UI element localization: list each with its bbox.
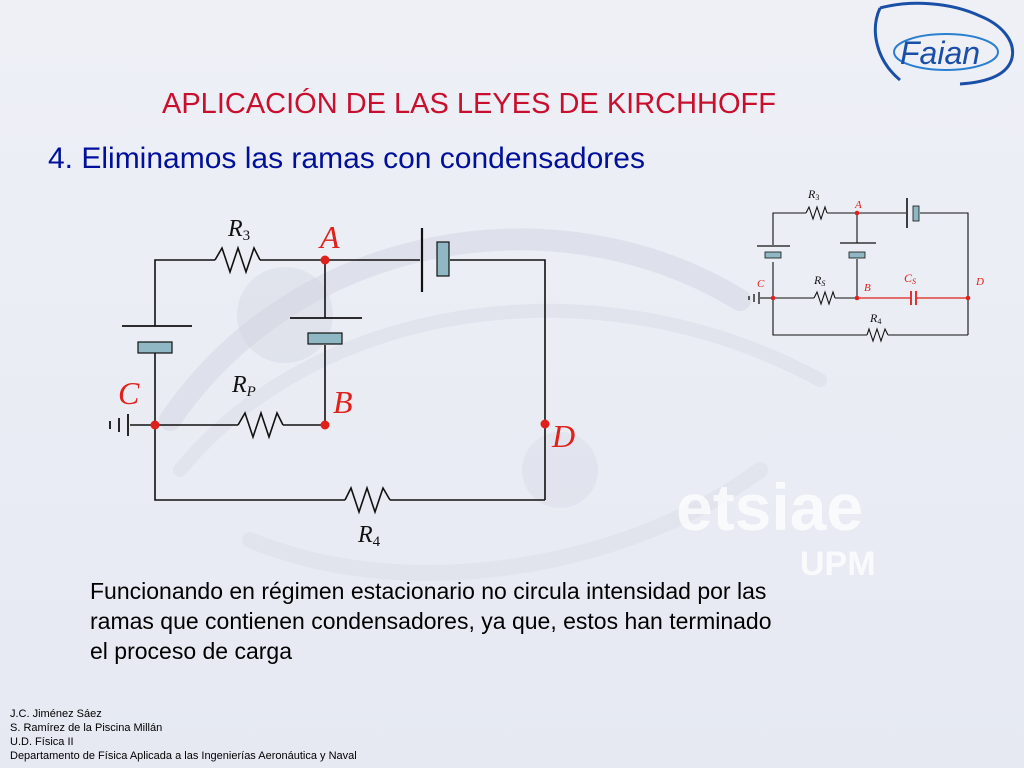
small-capacitor-branch xyxy=(857,291,968,305)
small-resistor-rs xyxy=(813,290,836,306)
rp-label: RP xyxy=(231,372,256,400)
small-node-b-dot xyxy=(854,295,860,301)
slide-subtitle: 4. Eliminamos las ramas con condensadore… xyxy=(48,142,645,175)
battery-left-short-plate xyxy=(137,341,173,354)
node-a-label: A xyxy=(318,219,340,255)
small-rs-label: RS xyxy=(813,273,825,288)
node-a-dot xyxy=(320,255,330,265)
node-c-dot xyxy=(150,420,160,430)
r4-label: R4 xyxy=(357,522,381,550)
watermark-orb-2 xyxy=(522,432,598,508)
credit-department: Departamento de Física Aplicada a las In… xyxy=(10,750,357,762)
small-r4-label: R4 xyxy=(869,311,881,326)
credit-author-2: S. Ramírez de la Piscina Millán xyxy=(10,722,163,734)
small-wire-top-left xyxy=(772,212,806,245)
resistor-rp xyxy=(237,410,284,440)
explanation-paragraph: Funcionando en régimen estacionario no c… xyxy=(90,576,950,666)
paragraph-line-3: el proceso de carga xyxy=(90,638,293,664)
small-battery-top-short xyxy=(912,205,920,222)
small-resistor-r3 xyxy=(805,205,828,221)
small-cs-label: CS xyxy=(904,271,916,286)
resistor-r3 xyxy=(214,245,261,275)
small-node-a-label: A xyxy=(854,199,862,211)
small-r3-label: R3 xyxy=(807,187,819,202)
paragraph-line-1: Funcionando en régimen estacionario no c… xyxy=(90,578,767,604)
wire-top-left xyxy=(154,259,215,300)
small-node-b-label: B xyxy=(864,282,871,294)
small-middle-cap-short xyxy=(848,251,866,259)
small-battery-left-short xyxy=(764,251,782,259)
node-d-label: D xyxy=(551,418,575,454)
small-node-a-dot xyxy=(854,210,860,216)
node-b-dot xyxy=(320,420,330,430)
faian-logo: Faian xyxy=(873,1,1015,86)
watermark-upm: UPM xyxy=(800,545,876,583)
credits: J.C. Jiménez Sáez S. Ramírez de la Pisci… xyxy=(10,707,357,763)
middle-cap-short-plate xyxy=(307,332,343,345)
resistor-r4 xyxy=(344,485,391,515)
credit-unit: U.D. Física II xyxy=(10,736,74,748)
faian-logo-text: Faian xyxy=(900,35,980,71)
small-node-d-dot xyxy=(965,295,971,301)
node-b-label: B xyxy=(333,384,353,420)
node-d-dot xyxy=(540,419,550,429)
small-node-c-dot xyxy=(770,295,776,301)
small-wire-right xyxy=(920,212,969,335)
small-wire-bottom-left xyxy=(772,298,867,336)
battery-top-short-plate xyxy=(436,241,450,277)
credit-author-1: J.C. Jiménez Sáez xyxy=(10,708,102,720)
slide-title: APLICACIÓN DE LAS LEYES DE KIRCHHOFF xyxy=(162,88,776,120)
small-resistor-r4 xyxy=(866,327,889,343)
paragraph-line-2: ramas que contienen condensadores, ya qu… xyxy=(90,608,772,634)
watermark-etsiae: etsiae xyxy=(676,470,863,544)
small-node-d-label: D xyxy=(975,276,984,288)
wire-bottom-left xyxy=(154,425,345,501)
r3-label: R3 xyxy=(227,216,250,244)
node-c-label: C xyxy=(118,375,140,411)
small-node-c-label: C xyxy=(757,278,765,290)
